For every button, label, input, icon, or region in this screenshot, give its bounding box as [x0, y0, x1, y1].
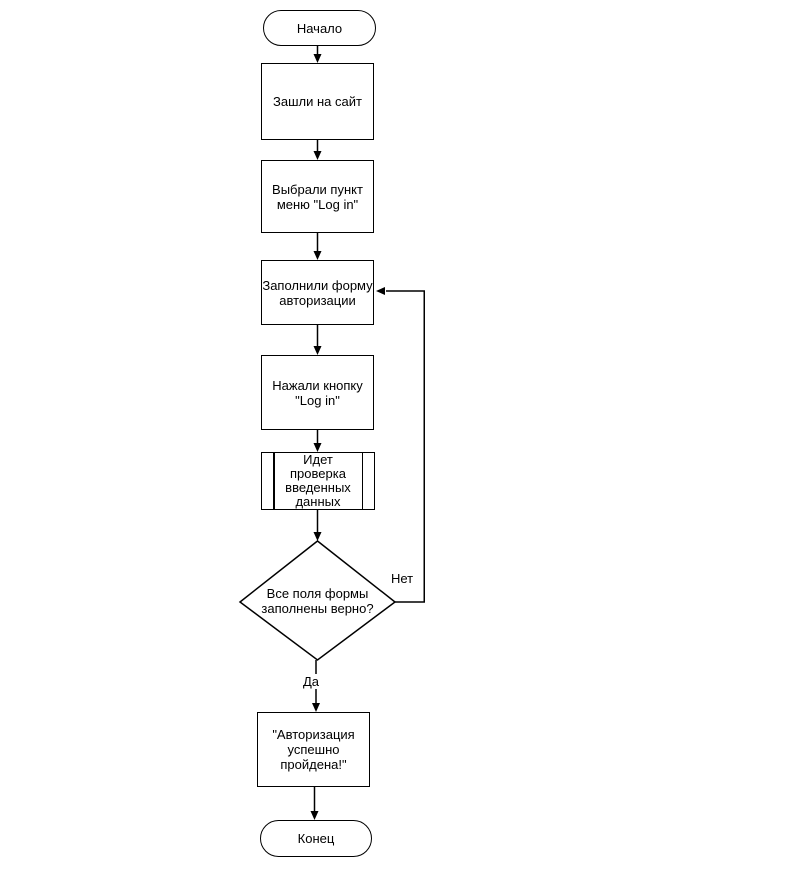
node-label-fields-valid-decision: Все поля формы заполнены верно? — [261, 586, 374, 616]
flowchart-node-visit-site: Зашли на сайт — [261, 63, 374, 140]
arrowhead-down-icon — [313, 251, 322, 260]
arrowhead-down-icon — [313, 443, 322, 452]
node-label-data-validation: Идет проверка введенных данных — [285, 452, 351, 509]
node-label-fill-auth-form: Заполнили форму авторизации — [262, 277, 373, 308]
arrowhead-down-icon — [313, 532, 322, 541]
arrowhead-down-icon — [310, 811, 319, 820]
flowchart-node-start: Начало — [263, 10, 376, 46]
node-label-success-message: "Авторизация успешно пройдена!" — [272, 727, 355, 772]
flowchart-node-fields-valid-decision: Все поля формы заполнены верно? — [240, 572, 395, 630]
node-label-end: Конец — [297, 831, 335, 846]
flowchart-node-fill-auth-form: Заполнили форму авторизации — [261, 260, 374, 325]
node-label-visit-site: Зашли на сайт — [273, 94, 362, 109]
arrowhead-left-icon — [376, 287, 385, 295]
edge-label-yes: Да — [301, 674, 322, 689]
edge-label-no: Нет — [389, 571, 416, 586]
arrowhead-down-icon — [313, 54, 322, 63]
arrowhead-down-icon — [312, 703, 320, 712]
predefined-process-bar-left — [273, 453, 275, 509]
flowchart-node-select-login-menu: Выбрали пункт меню "Log in" — [261, 160, 374, 233]
node-label-start: Начало — [296, 20, 343, 36]
node-label-select-login-menu: Выбрали пункт меню "Log in" — [272, 181, 363, 212]
arrowhead-down-icon — [313, 346, 322, 355]
flowchart-node-data-validation: Идет проверка введенных данных — [261, 452, 375, 510]
flowchart-node-end: Конец — [260, 820, 372, 857]
predefined-process-bar-right — [361, 453, 363, 509]
arrowhead-down-icon — [313, 151, 322, 160]
flowchart-node-press-login-button: Нажали кнопку "Log in" — [261, 355, 374, 430]
flowchart-node-success-message: "Авторизация успешно пройдена!" — [257, 712, 370, 787]
connector-decision-no-loop — [386, 290, 425, 603]
node-label-press-login-button: Нажали кнопку "Log in" — [272, 377, 363, 408]
